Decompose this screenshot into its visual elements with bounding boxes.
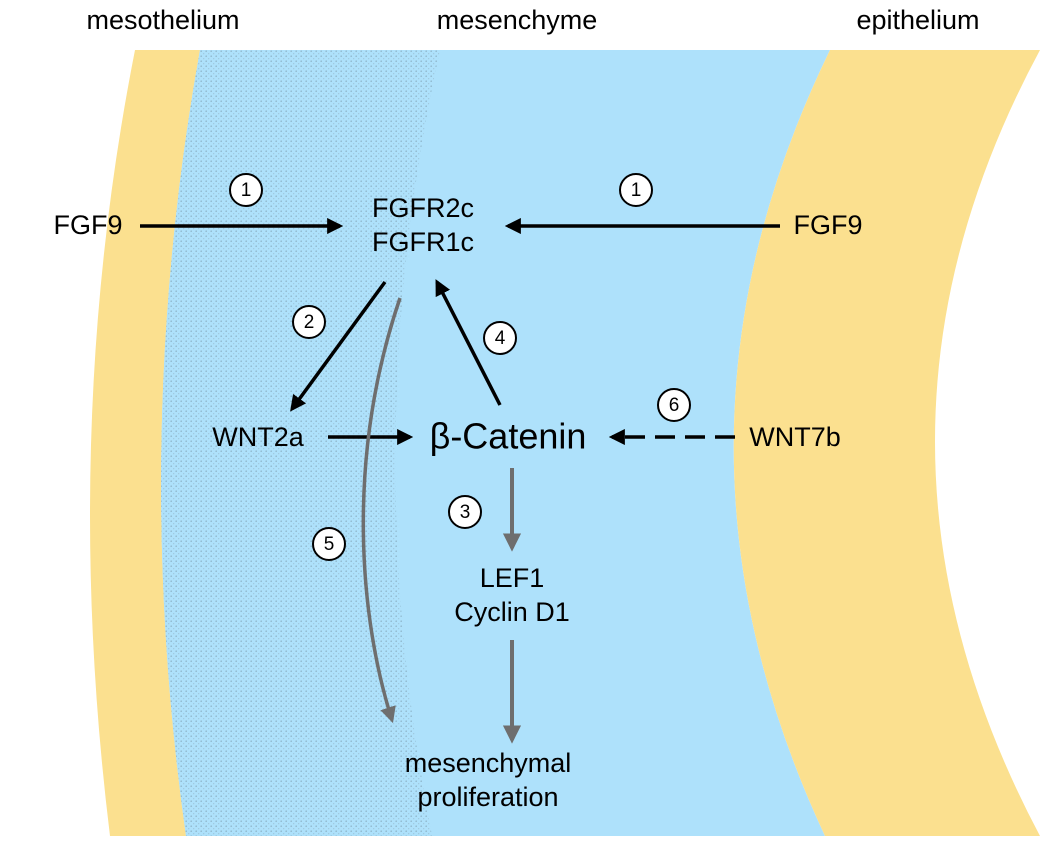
step-badge-5: 5: [312, 527, 346, 561]
mesenchyme-stippled-zone: [161, 50, 440, 836]
node-outcome-line2: proliferation: [417, 782, 558, 812]
node-fgf9-left: FGF9: [53, 210, 122, 240]
region-label-epithelium: epithelium: [856, 5, 979, 35]
arrow-beta-catenin-to-fgfr: [435, 279, 502, 406]
node-cyclin-d1: Cyclin D1: [454, 597, 570, 627]
step-badge-6: 6: [657, 388, 691, 422]
node-fgf9-right: FGF9: [793, 210, 862, 240]
svg-text:3: 3: [460, 502, 471, 523]
node-lef1: LEF1: [480, 563, 545, 593]
step-badge-1-right: 1: [619, 173, 653, 207]
step-badge-2: 2: [292, 305, 326, 339]
mesothelium-layer: [90, 50, 200, 836]
node-wnt7b: WNT7b: [749, 422, 841, 452]
node-wnt2a: WNT2a: [212, 422, 304, 452]
svg-text:4: 4: [495, 328, 506, 349]
node-fgfr1c: FGFR1c: [372, 227, 474, 257]
step-badge-4: 4: [483, 321, 517, 355]
arrow-fgfr-to-wnt2a: [290, 280, 387, 412]
svg-text:1: 1: [241, 180, 252, 201]
region-label-mesothelium: mesothelium: [86, 5, 239, 35]
svg-text:1: 1: [631, 180, 642, 201]
node-outcome-line1: mesenchymal: [405, 748, 572, 778]
step-badge-3: 3: [448, 495, 482, 529]
epithelium-layer: [733, 50, 1040, 836]
node-fgfr2c: FGFR2c: [372, 193, 474, 223]
region-label-mesenchyme: mesenchyme: [437, 5, 598, 35]
svg-text:5: 5: [324, 534, 335, 555]
step-badge-1-left: 1: [229, 173, 263, 207]
arrow-fgfr-to-proliferation-curved: [361, 297, 402, 724]
svg-text:6: 6: [669, 395, 680, 416]
svg-text:2: 2: [304, 312, 315, 333]
node-beta-catenin: β-Catenin: [430, 416, 587, 457]
